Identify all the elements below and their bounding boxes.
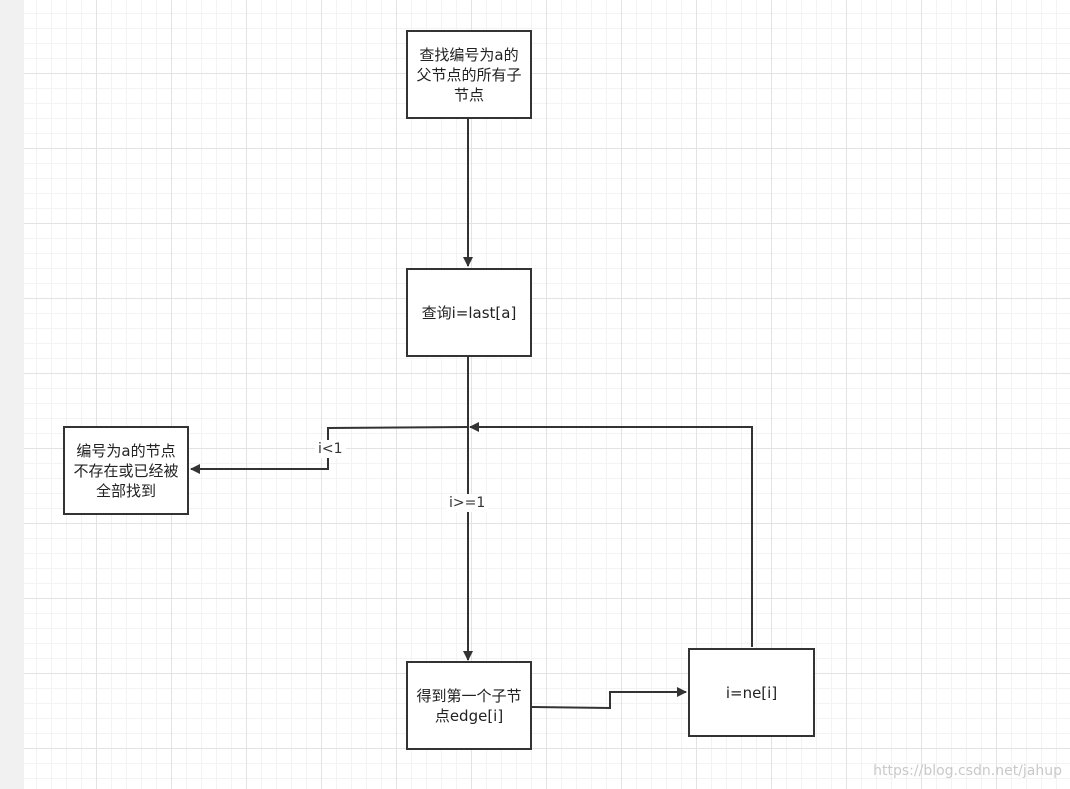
edge-label-i-less-than-one: i<1	[315, 440, 346, 458]
node-query-last-label: 查询i=last[a]	[421, 303, 517, 322]
watermark-text: https://blog.csdn.net/jahup	[873, 763, 1062, 779]
diagram-canvas[interactable]	[24, 0, 1070, 789]
node-first-child-label: 得到第一个子节点edge[i]	[416, 686, 522, 725]
edge-next-loop-back	[469, 422, 753, 647]
node-not-exist[interactable]: 编号为a的节点不存在或已经被全部找到	[63, 426, 189, 515]
node-query-last[interactable]: 查询i=last[a]	[406, 268, 532, 357]
node-find-all-children-label: 查找编号为a的父节点的所有子节点	[416, 45, 522, 104]
node-first-child[interactable]: 得到第一个子节点edge[i]	[406, 661, 532, 750]
node-next-edge-label: i=ne[i]	[725, 683, 778, 702]
node-find-all-children[interactable]: 查找编号为a的父节点的所有子节点	[406, 30, 532, 119]
node-next-edge[interactable]: i=ne[i]	[688, 648, 815, 737]
edge-first-child-to-next	[531, 687, 687, 710]
edge-label-i-greater-equal-one: i>=1	[446, 494, 489, 512]
left-panel-strip	[0, 0, 24, 789]
node-not-exist-label: 编号为a的节点不存在或已经被全部找到	[73, 441, 179, 500]
